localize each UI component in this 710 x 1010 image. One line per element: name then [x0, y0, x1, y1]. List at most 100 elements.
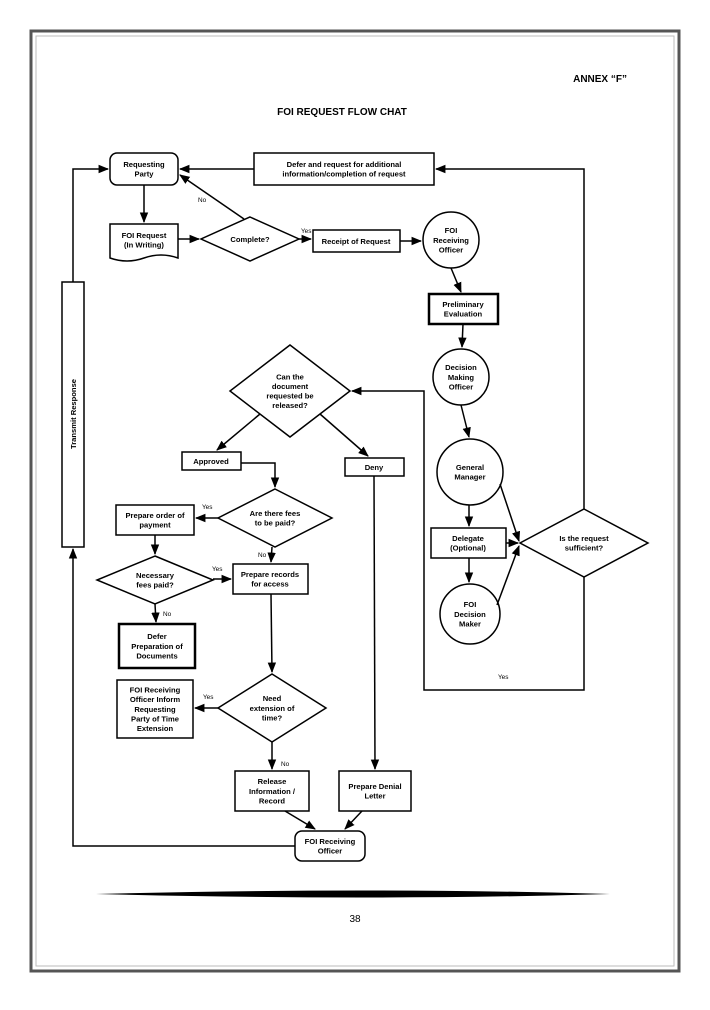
label-line: (Optional) — [450, 544, 486, 553]
label-line: payment — [139, 521, 171, 530]
label-line: Defer and request for additional — [287, 160, 402, 169]
label-line: Prepare order of — [125, 511, 185, 520]
transmit-response-label: Transmit Response — [69, 379, 78, 449]
label-line: Officer — [318, 847, 343, 856]
edge-release-to-deny — [319, 413, 369, 457]
page-frame-inner — [35, 35, 675, 967]
label-line: fees paid? — [136, 581, 174, 590]
label-approved: Approved — [193, 457, 229, 466]
edge-sufficient-yes-to-release-decision — [350, 386, 585, 691]
edge-deny-to-denial-letter — [370, 475, 380, 771]
edge-label-sufficient-yes: Yes — [498, 674, 508, 681]
label-line: Officer — [439, 245, 464, 254]
label-line: released? — [272, 401, 308, 410]
label-line: General — [456, 463, 484, 472]
label-line: Approved — [193, 457, 229, 466]
label-line: Prepare records — [241, 570, 299, 579]
label-line: Are there fees — [250, 509, 301, 518]
edge-records-to-extension — [267, 593, 277, 674]
label-line: document — [272, 382, 309, 391]
label-line: time? — [262, 713, 283, 722]
label-receipt: Receipt of Request — [322, 237, 391, 246]
label-line: Officer Inform — [130, 695, 180, 704]
edge-denial-to-officer — [344, 810, 363, 830]
label-line: Maker — [459, 619, 481, 628]
label-deny: Deny — [365, 463, 384, 472]
label-line: requested be — [266, 392, 313, 401]
label-line: Deny — [365, 463, 384, 472]
label-line: Making — [448, 373, 475, 382]
label-line: sufficient? — [565, 544, 604, 553]
page-number: 38 — [349, 914, 361, 925]
label-delegate: Delegate(Optional) — [450, 534, 486, 553]
label-line: Letter — [364, 792, 385, 801]
label-line: Party — [135, 170, 155, 179]
label-line: FOI — [445, 226, 458, 235]
edge-officer-to-preliminary — [450, 267, 462, 293]
edge-fees-no-to-records — [267, 546, 276, 564]
annex-label: ANNEX “F” — [573, 74, 627, 85]
edge-decision-maker-to-gm — [460, 404, 471, 439]
footer-rule — [96, 890, 610, 898]
edge-label-extension-no: No — [281, 761, 290, 768]
label-line: Need — [263, 694, 282, 703]
edge-release-to-officer — [284, 810, 316, 830]
label-line: Decision — [454, 610, 486, 619]
edge-gm-to-sufficient — [499, 483, 520, 542]
node-foi-request: FOI Request(In Writing) — [109, 223, 179, 262]
label-line: to be paid? — [255, 519, 296, 528]
label-line: Complete? — [230, 235, 270, 244]
label-line: Officer — [449, 382, 474, 391]
edge-label-extension-yes: Yes — [203, 694, 213, 701]
node-deny: Deny — [344, 457, 405, 477]
edge-paid-no-to-defer — [151, 603, 160, 624]
label-line: FOI Request — [122, 231, 167, 240]
label-line: Defer — [147, 632, 166, 641]
label-line: Receiving — [433, 236, 469, 245]
label-line: Decision — [445, 363, 477, 372]
edge-label-complete-no: No — [198, 197, 207, 204]
label-line: Delegate — [452, 534, 484, 543]
node-delegate: Delegate(Optional) — [430, 527, 507, 559]
page-frame-outer — [29, 29, 681, 973]
edge-sufficient-no-to-defer — [434, 164, 585, 509]
label-line: FOI Receiving — [305, 837, 356, 846]
label-line: Prepare Denial — [348, 782, 401, 791]
label-line: Party of Time — [131, 714, 179, 723]
label-line: Requesting — [123, 160, 165, 169]
label-line: Record — [259, 796, 286, 805]
edge-officer-to-transmit — [68, 547, 295, 847]
edge-release-to-approved — [216, 413, 261, 451]
label-line: Preparation of — [131, 642, 183, 651]
label-line: Can the — [276, 372, 304, 381]
label-line: Receipt of Request — [322, 237, 391, 246]
edge-approved-to-fees — [241, 462, 280, 489]
label-foi-request: FOI Request(In Writing) — [122, 231, 167, 250]
label-line: (In Writing) — [124, 241, 164, 250]
